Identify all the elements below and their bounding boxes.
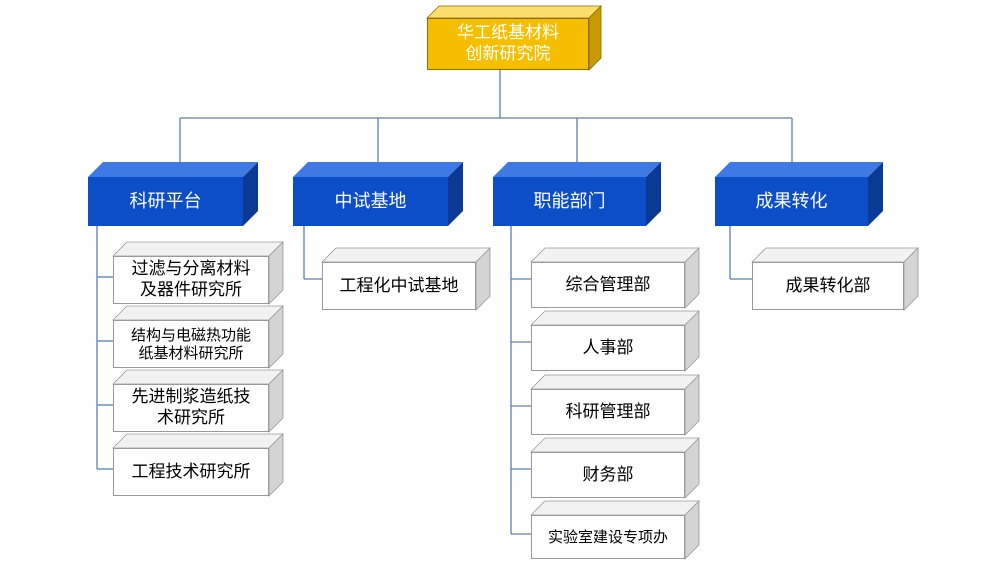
- box-depth-faces: [530, 437, 700, 499]
- category-keyan-pingtai: 科研平台: [88, 162, 258, 226]
- box-depth-faces: [88, 162, 258, 226]
- category-chengguo-zhuanhua: 成果转化: [715, 162, 883, 226]
- sub-node-line1: 综合管理部: [565, 274, 651, 295]
- box-top-face: [321, 247, 491, 263]
- sub-node-line1: 成果转化部: [785, 275, 871, 296]
- sub-node: 实验室建设专项办: [530, 500, 700, 560]
- box-depth-faces: [715, 162, 883, 226]
- root-node-label: 华工纸基材料 创新研究院: [427, 18, 589, 70]
- box-depth-faces: [293, 162, 463, 226]
- box-side-face: [268, 369, 284, 433]
- box-depth-faces: [530, 310, 700, 372]
- box-top-face: [112, 433, 284, 449]
- box-depth-faces: [112, 305, 284, 369]
- box-side-face: [588, 5, 602, 71]
- box-side-face: [684, 247, 700, 309]
- sub-node: 人事部: [530, 310, 700, 372]
- sub-node: 先进制浆造纸技 术研究所: [112, 369, 284, 433]
- sub-node: 工程化中试基地: [321, 247, 491, 311]
- sub-node-line1: 结构与电磁热功能: [130, 325, 251, 344]
- box-top-face: [530, 437, 700, 453]
- category-zhongshi-jidi: 中试基地: [293, 162, 463, 226]
- box-depth-faces: [530, 374, 700, 436]
- box-top-face: [293, 162, 463, 177]
- box-depth-faces: [321, 247, 491, 311]
- root-node: 华工纸基材料 创新研究院: [426, 5, 602, 71]
- box-side-face: [646, 162, 661, 226]
- box-top-face: [715, 162, 883, 177]
- sub-node: 成果转化部: [751, 247, 919, 311]
- sub-node-line1: 工程技术研究所: [131, 461, 251, 482]
- sub-node-line2: 术研究所: [157, 408, 225, 428]
- box-side-face: [903, 247, 919, 311]
- sub-node: 科研管理部: [530, 374, 700, 436]
- box-side-face: [475, 247, 491, 311]
- box-top-face: [426, 5, 602, 19]
- category-label: 职能部门: [533, 190, 606, 212]
- box-depth-faces: [493, 162, 661, 226]
- category-label: 成果转化: [755, 190, 828, 212]
- box-depth-faces: [426, 5, 602, 71]
- box-depth-faces: [530, 247, 700, 309]
- sub-node-line1: 先进制浆造纸技: [131, 387, 251, 408]
- sub-node: 财务部: [530, 437, 700, 499]
- box-top-face: [530, 500, 700, 516]
- sub-node-line2: 纸基材料研究所: [138, 344, 244, 362]
- box-side-face: [684, 437, 700, 499]
- box-top-face: [493, 162, 661, 177]
- box-side-face: [268, 305, 284, 369]
- box-depth-faces: [530, 500, 700, 560]
- box-top-face: [88, 162, 258, 177]
- box-top-face: [112, 305, 284, 321]
- box-top-face: [530, 310, 700, 326]
- category-zhineng-bumen: 职能部门: [493, 162, 661, 226]
- box-depth-faces: [112, 369, 284, 433]
- box-depth-faces: [112, 433, 284, 497]
- box-top-face: [530, 374, 700, 390]
- sub-node-line1: 科研管理部: [565, 401, 651, 422]
- sub-node: 工程技术研究所: [112, 433, 284, 497]
- box-top-face: [530, 247, 700, 263]
- box-side-face: [268, 241, 284, 305]
- sub-node-line1: 过滤与分离材料: [131, 259, 251, 280]
- box-top-face: [751, 247, 919, 263]
- root-title-line2: 创新研究院: [465, 44, 551, 64]
- category-label: 科研平台: [129, 190, 202, 212]
- box-side-face: [684, 500, 700, 560]
- category-label: 中试基地: [334, 190, 407, 212]
- box-side-face: [243, 162, 258, 226]
- box-top-face: [112, 369, 284, 385]
- box-side-face: [268, 433, 284, 497]
- sub-node-line2: 及器件研究所: [140, 280, 242, 300]
- sub-node: 过滤与分离材料 及器件研究所: [112, 241, 284, 305]
- sub-node: 综合管理部: [530, 247, 700, 309]
- sub-node-line1: 财务部: [582, 464, 634, 485]
- sub-node-line1: 实验室建设专项办: [547, 527, 668, 546]
- box-side-face: [684, 310, 700, 372]
- box-side-face: [448, 162, 463, 226]
- sub-node-line1: 人事部: [582, 337, 634, 358]
- sub-node-line1: 工程化中试基地: [339, 275, 459, 296]
- sub-node: 结构与电磁热功能 纸基材料研究所: [112, 305, 284, 369]
- box-side-face: [868, 162, 883, 226]
- box-top-face: [112, 241, 284, 257]
- box-side-face: [684, 374, 700, 436]
- box-depth-faces: [112, 241, 284, 305]
- root-title-line1: 华工纸基材料: [457, 23, 559, 44]
